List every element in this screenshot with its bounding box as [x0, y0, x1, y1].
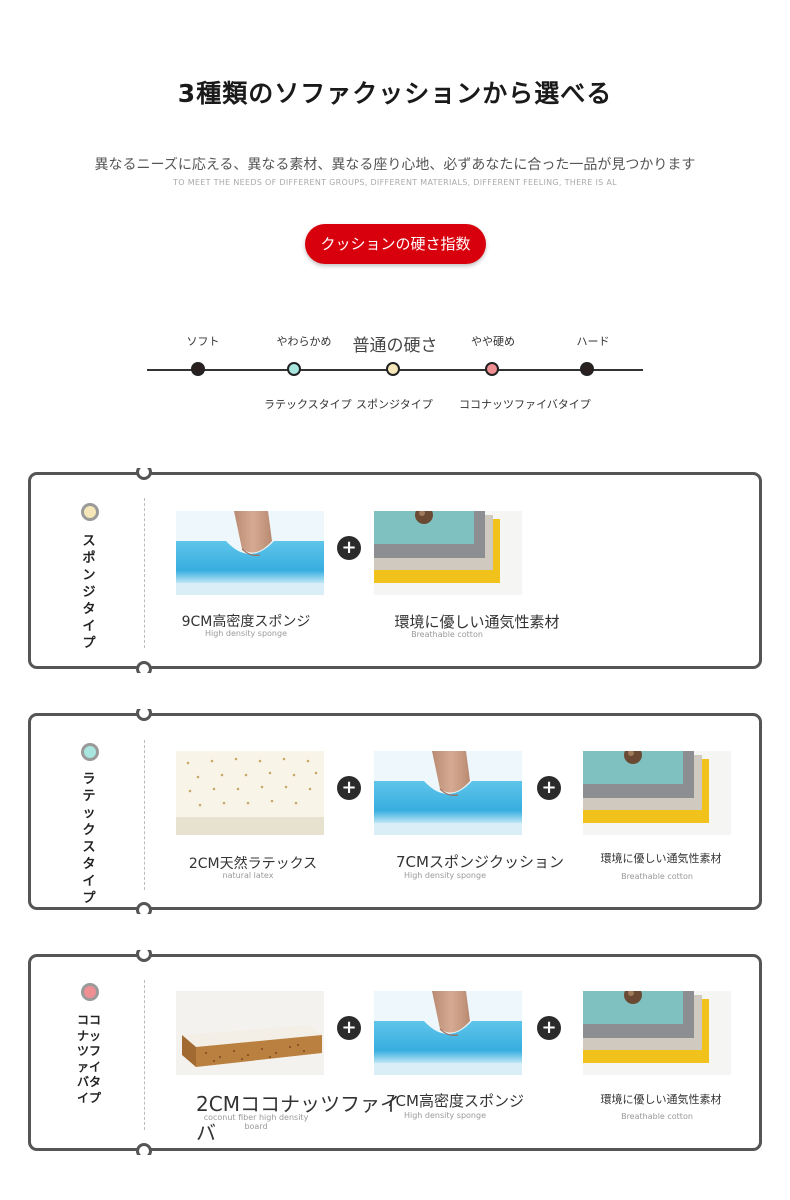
card-divider: [144, 498, 145, 648]
caption-fabric: 環境に優しい通気性素材: [394, 613, 560, 631]
scale-dot-sponge: [386, 362, 400, 376]
type-dot-coconut: [81, 983, 99, 1001]
notch-cover: [133, 1155, 155, 1163]
fabric-stack-image: [583, 751, 731, 835]
caption-fabric: 環境に優しい通気性素材: [600, 852, 722, 865]
caption-fabric-sub: Breathable cotton: [621, 1112, 693, 1121]
caption-sponge-7cm-sub: High density sponge: [403, 1111, 486, 1120]
notch-cover: [133, 701, 155, 709]
caption-coconut-2cm: 2CMココナッツファイバ: [196, 1092, 400, 1145]
page-title: 3種類のソファクッションから選べる: [177, 79, 613, 108]
hardness-index-badge: クッションの硬さ指数: [305, 224, 486, 264]
card-divider: [144, 980, 145, 1130]
hardness-scale: ソフト やわらかめ 普通の硬さ やや硬め ハード ラテックスタイプ スポンジタイ…: [0, 0, 790, 420]
scale-label-normal: 普通の硬さ: [352, 336, 438, 356]
notch-cover: [133, 673, 155, 681]
latex-sheet-image: [176, 751, 324, 835]
plus-icon: +: [537, 776, 561, 800]
sponge-hand-image: [374, 751, 522, 835]
caption-coconut-2cm-sub: coconut fiber high density board: [203, 1113, 309, 1131]
type-dot-latex: [81, 743, 99, 761]
fabric-stack-image: [374, 511, 522, 595]
plus-icon: +: [337, 536, 361, 560]
type-dot-sponge: [81, 503, 99, 521]
caption-sponge-9cm: 9CM高密度スポンジ: [181, 614, 311, 630]
scale-dot-hard: [580, 362, 594, 376]
scale-dot-coconut: [485, 362, 499, 376]
scale-type-sponge: スポンジタイプ: [356, 398, 433, 411]
caption-sponge-7cm: 7CMスポンジクッション: [396, 853, 564, 871]
scale-type-coconut: ココナッツファイバタイプ: [459, 398, 591, 411]
sponge-hand-image: [374, 991, 522, 1075]
subtitle: 異なるニーズに応える、異なる素材、異なる座り心地、必ずあなたに合った一品が見つか…: [94, 157, 696, 173]
plus-icon: +: [337, 776, 361, 800]
notch-cover: [133, 460, 155, 468]
scale-label-hard: ハード: [576, 335, 610, 348]
caption-sponge-7cm: 7CM高密度スポンジ: [386, 1092, 524, 1110]
caption-fabric: 環境に優しい通気性素材: [600, 1093, 722, 1106]
caption-sponge-9cm-sub: High density sponge: [204, 629, 287, 638]
scale-type-latex: ラテックスタイプ: [264, 398, 352, 411]
plus-icon: +: [537, 1016, 561, 1040]
caption-sponge-7cm-sub: High density sponge: [403, 871, 486, 880]
scale-dot-soft: [191, 362, 205, 376]
card-label-sponge: スポンジタイプ: [82, 534, 96, 651]
caption-latex-2cm: 2CM天然ラテックス: [188, 856, 318, 872]
coconut-board-image: [176, 991, 324, 1075]
plus-icon: +: [337, 1016, 361, 1040]
notch-cover: [133, 914, 155, 922]
caption-fabric-sub: Breathable cotton: [621, 872, 693, 881]
notch-cover: [133, 942, 155, 950]
fabric-stack-image: [583, 991, 731, 1075]
card-label-coconut: ココナッツファイバタイプ: [77, 1013, 102, 1105]
scale-label-hardish: やや硬め: [471, 335, 515, 348]
scale-label-softish: やわらかめ: [276, 335, 332, 348]
scale-label-soft: ソフト: [186, 335, 220, 348]
scale-dot-latex: [287, 362, 301, 376]
subtitle-english: TO MEET THE NEEDS OF DIFFERENT GROUPS, D…: [173, 178, 617, 187]
sponge-hand-image: [176, 511, 324, 595]
card-divider: [144, 740, 145, 890]
card-label-latex: ラテックスタイプ: [82, 772, 96, 906]
caption-latex-2cm-sub: natural latex: [222, 871, 274, 880]
caption-fabric-sub: Breathable cotton: [411, 630, 483, 639]
